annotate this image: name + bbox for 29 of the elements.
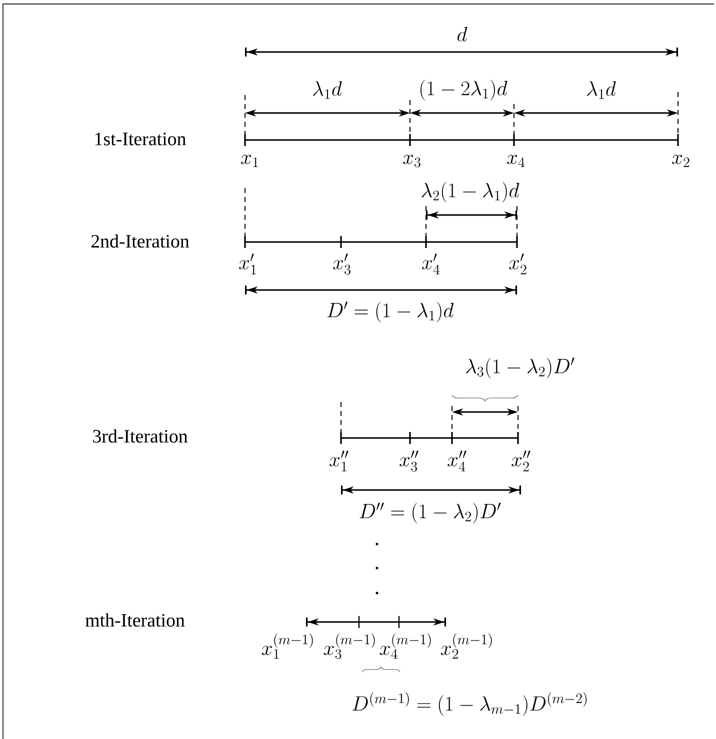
point-label: $x_3$ (403, 154, 420, 168)
point-label: $x_4$ (507, 154, 525, 167)
point-label: $x''_1$ (330, 450, 348, 472)
point-label: $x''_4$ (448, 450, 466, 472)
point-label: $x_4^{(m-1)}$ (380, 633, 431, 659)
iteration-label: 2nd-Iteration (91, 234, 190, 248)
dimension-label: $D''=(1-\lambda_2)D'$ (360, 502, 501, 524)
dimension-label: $\lambda_1 d$ (313, 81, 342, 99)
dimension-label: $D'=(1-\lambda_1)d$ (327, 302, 454, 322)
point-label: $x'_1$ (239, 254, 256, 274)
point-label: $x''_2$ (512, 450, 530, 472)
point-label: $x_1^{(m-1)}$ (262, 633, 313, 659)
dimension-label: $D^{(m-1)}=(1-\lambda_{m-1})D^{(m-2)}$ (352, 692, 587, 716)
point-label: $x_2^{(m-1)}$ (440, 633, 492, 659)
iteration-label: mth-Iteration (85, 613, 185, 627)
dimension-label: $(1-2\lambda_1)d$ (420, 80, 508, 100)
dimension-label: $\lambda_2(1-\lambda_1)d$ (422, 182, 520, 202)
iteration-label: 3rd-Iteration (93, 429, 188, 443)
dimension-label: $\lambda_3(1-\lambda_2)D'$ (466, 358, 574, 378)
iteration-label: 1st-Iteration (95, 132, 186, 146)
point-label: $x_3^{(m-1)}$ (324, 633, 375, 659)
dimension-label: $\lambda_1 d$ (587, 81, 616, 99)
point-label: $x_1$ (241, 154, 258, 167)
point-label: $x_2$ (672, 154, 690, 167)
point-label: $x''_3$ (400, 450, 418, 472)
dimension-label: $d$ (458, 26, 468, 42)
point-label: $x'_2$ (509, 254, 526, 274)
point-label: $x'_4$ (422, 254, 440, 274)
point-label: $x'_3$ (333, 254, 350, 275)
